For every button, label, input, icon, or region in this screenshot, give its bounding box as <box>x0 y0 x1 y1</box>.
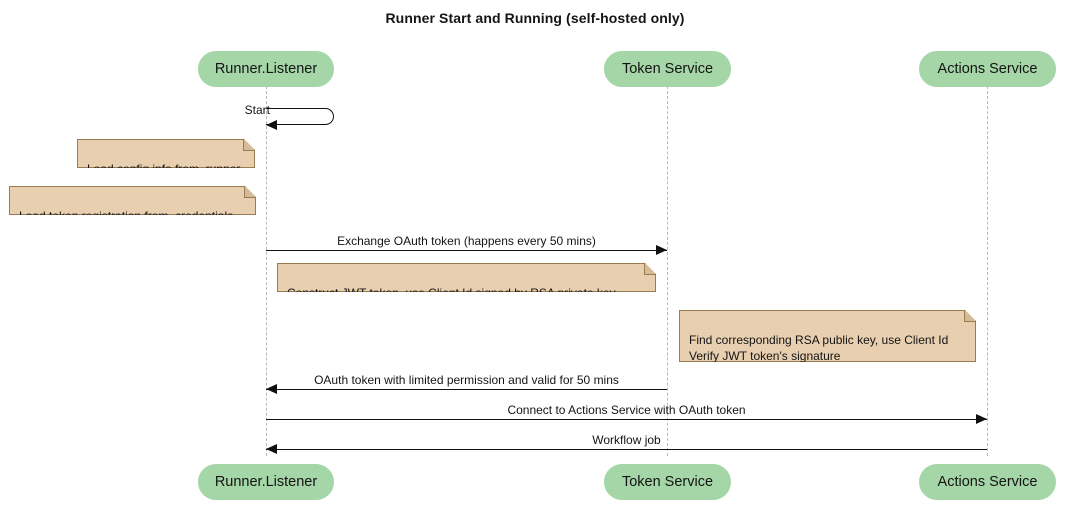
arrow-head-workflow-job <box>266 444 277 454</box>
note-text: Find corresponding RSA public key, use C… <box>689 333 949 363</box>
participant-label: Actions Service <box>937 474 1038 490</box>
note-load-config: Load config info from .runner <box>77 139 255 168</box>
message-label-start: Start <box>244 103 270 117</box>
participant-runner-listener-top[interactable]: Runner.Listener <box>198 51 334 87</box>
note-fold-corner-icon <box>243 140 254 151</box>
participant-actions-service-bottom[interactable]: Actions Service <box>919 464 1056 500</box>
message-line-exchange-oauth <box>266 250 667 251</box>
participant-label: Runner.Listener <box>214 61 318 77</box>
arrow-head-oauth-token-return <box>266 384 277 394</box>
message-label-oauth-token-return: OAuth token with limited permission and … <box>314 373 619 387</box>
note-construct-jwt: Construct JWT token, use Client Id signe… <box>277 263 656 292</box>
note-fold-corner-icon <box>964 311 975 322</box>
note-text: Load config info from .runner <box>87 162 241 176</box>
participant-label: Token Service <box>621 474 714 490</box>
note-text: Construct JWT token, use Client Id signe… <box>287 286 616 300</box>
participant-label: Actions Service <box>937 61 1038 77</box>
participant-actions-service-top[interactable]: Actions Service <box>919 51 1056 87</box>
arrow-head-exchange-oauth <box>656 245 667 255</box>
participant-token-service-bottom[interactable]: Token Service <box>604 464 731 500</box>
note-text: Load token registration from .credential… <box>19 209 234 223</box>
message-self-loop-start <box>266 108 334 125</box>
lifeline-runner-listener <box>266 86 267 456</box>
participant-label: Runner.Listener <box>214 474 318 490</box>
message-line-workflow-job <box>266 449 987 450</box>
lifeline-token-service <box>667 86 668 456</box>
participant-runner-listener-bottom[interactable]: Runner.Listener <box>198 464 334 500</box>
message-label-workflow-job: Workflow job <box>592 433 661 447</box>
lifeline-actions-service <box>987 86 988 456</box>
message-line-oauth-token-return <box>266 389 667 390</box>
participant-token-service-top[interactable]: Token Service <box>604 51 731 87</box>
diagram-title: Runner Start and Running (self-hosted on… <box>385 10 685 26</box>
note-fold-corner-icon <box>644 264 655 275</box>
arrow-head-start <box>266 120 277 130</box>
note-fold-corner-icon <box>244 187 255 198</box>
message-label-connect-actions: Connect to Actions Service with OAuth to… <box>507 403 746 417</box>
note-verify-jwt: Find corresponding RSA public key, use C… <box>679 310 976 362</box>
message-line-connect-actions <box>266 419 987 420</box>
arrow-head-connect-actions <box>976 414 987 424</box>
note-load-token-registration: Load token registration from .credential… <box>9 186 256 215</box>
message-label-exchange-oauth: Exchange OAuth token (happens every 50 m… <box>337 234 596 248</box>
participant-label: Token Service <box>621 61 714 77</box>
